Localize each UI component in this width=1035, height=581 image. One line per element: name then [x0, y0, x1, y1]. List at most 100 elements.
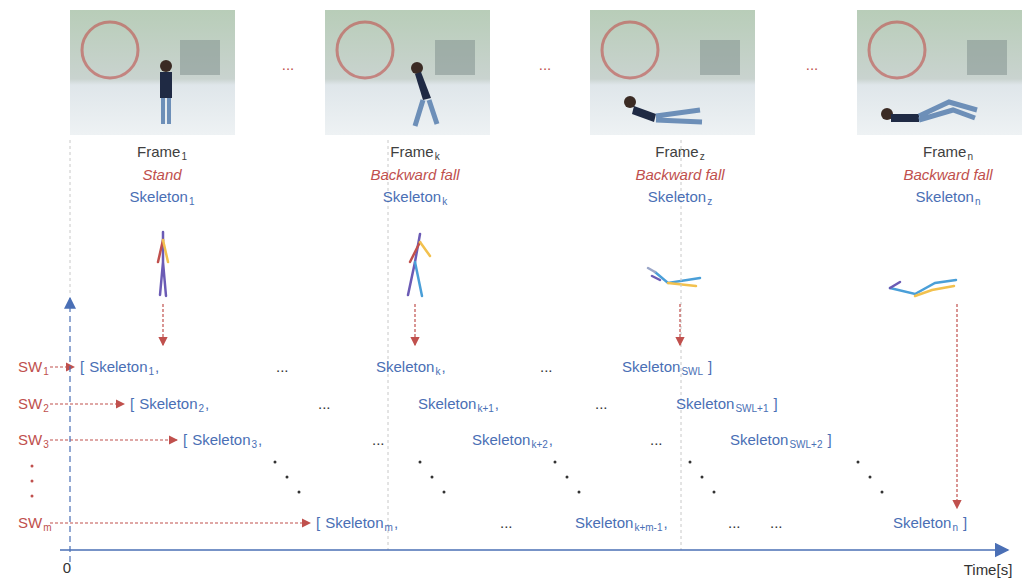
label: [ [316, 514, 320, 532]
text-group: SkeletonSWL+1] [676, 395, 778, 413]
guide-lines [70, 140, 681, 550]
text-group: Skeletonn] [893, 514, 967, 532]
skeleton-figures [158, 232, 956, 296]
time-axis [60, 298, 1008, 562]
text-group: ... [500, 514, 513, 532]
text-group: ... [282, 56, 295, 74]
label: Skeleton [472, 431, 530, 449]
label: Skeleton [325, 514, 383, 532]
subscript: k [435, 151, 440, 163]
label: SW [18, 431, 42, 449]
subscript: k [435, 366, 440, 378]
pointer-arrows [50, 304, 957, 523]
text-group: Skeletonk+1, [418, 395, 499, 413]
dot [566, 476, 569, 479]
dot [274, 461, 277, 464]
label: Skeleton [730, 431, 788, 449]
text-group: Frame1 [137, 143, 187, 161]
subscript: n [967, 151, 973, 163]
text-group: 0 [63, 559, 71, 577]
label: SW [18, 358, 42, 376]
label: Time[s] [964, 561, 1013, 579]
label: 0 [63, 559, 71, 577]
label: ... [276, 358, 289, 376]
text-group: SkeletonSWL+2] [730, 431, 832, 449]
dot [286, 476, 289, 479]
text-group: Skeleton1 [130, 188, 195, 206]
label: Skeleton [376, 358, 434, 376]
text-group: Backward fall [370, 166, 459, 184]
text-group: Framez [655, 143, 704, 161]
label: Skeleton [575, 514, 633, 532]
label: SW [18, 395, 42, 413]
text-group: Skeletonk [383, 188, 447, 206]
text-group: Skeletonk+m-1, [575, 514, 668, 532]
subscript: m [385, 522, 393, 534]
dot [443, 491, 446, 494]
text-group: ... [372, 431, 385, 449]
text-group: ... [728, 514, 741, 532]
text-group: Time[s] [964, 561, 1013, 579]
text-group: Framek [390, 143, 439, 161]
label: Backward fall [903, 166, 992, 184]
label: Skeleton [89, 358, 147, 376]
label: [ [130, 395, 134, 413]
dot [431, 476, 434, 479]
dot [701, 476, 704, 479]
text-group: Skeletonk, [376, 358, 446, 376]
label: Frame [137, 143, 180, 161]
label: ] [963, 514, 967, 532]
subscript: k+1 [477, 403, 493, 415]
text-group: Skeletonz [648, 188, 712, 206]
text-group: SWm [18, 514, 52, 532]
subscript: 3 [43, 439, 49, 451]
label: ... [318, 395, 331, 413]
label: Skeleton [648, 188, 706, 206]
subscript: z [700, 151, 705, 163]
text-group: ... [540, 358, 553, 376]
label: , [205, 395, 209, 413]
label: ] [708, 358, 712, 376]
label: Skeleton [676, 395, 734, 413]
label: Backward fall [635, 166, 724, 184]
subscript: 2 [199, 403, 205, 415]
text-group: SkeletonSWL] [622, 358, 712, 376]
dot [578, 491, 581, 494]
dot [419, 461, 422, 464]
label: ... [372, 431, 385, 449]
text-group: Skeletonk+2, [472, 431, 553, 449]
subscript: 3 [252, 439, 258, 451]
text-group: Skeletonn [916, 188, 981, 206]
label: ] [773, 395, 777, 413]
text-group: ... [806, 56, 819, 74]
text-group: ... [595, 395, 608, 413]
label: , [155, 358, 159, 376]
text-group: Backward fall [635, 166, 724, 184]
subscript: SWL [681, 366, 703, 378]
text-group: [Skeleton2, [130, 395, 209, 413]
label: Backward fall [370, 166, 459, 184]
label: ... [540, 358, 553, 376]
text-group: ... [770, 514, 783, 532]
subscript: 1 [149, 366, 155, 378]
text-group: ... [276, 358, 289, 376]
text-group: [Skeleton3, [183, 431, 262, 449]
subscript: k [442, 196, 447, 208]
video-frames [70, 10, 1022, 135]
subscript: k+2 [531, 439, 547, 451]
subscript: SWL+1 [735, 403, 768, 415]
label: ... [539, 56, 552, 74]
subscript: m [43, 522, 51, 534]
text-group: ... [318, 395, 331, 413]
text-group: Backward fall [903, 166, 992, 184]
dot [713, 491, 716, 494]
subscript: z [707, 196, 712, 208]
subscript: n [975, 196, 981, 208]
dot [869, 476, 872, 479]
dot [881, 491, 884, 494]
text-group: SW2 [18, 395, 49, 413]
text-group: Stand [142, 166, 181, 184]
label: Skeleton [622, 358, 680, 376]
label: Stand [142, 166, 181, 184]
